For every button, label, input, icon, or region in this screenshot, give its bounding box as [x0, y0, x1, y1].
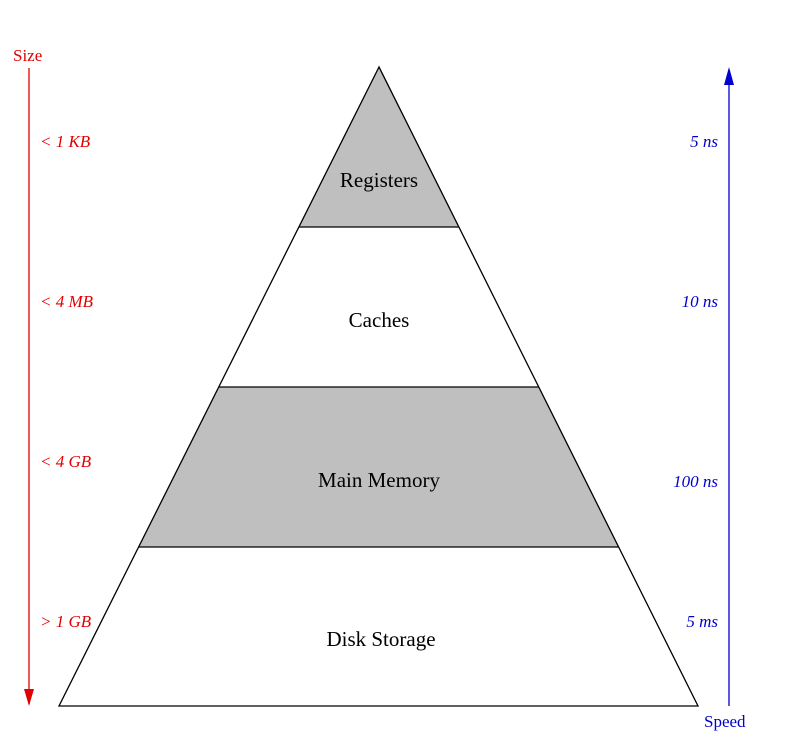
speed-label-disk-storage: 5 ms [686, 612, 718, 631]
size-label-registers: < 1 KB [40, 132, 91, 151]
size-label-disk-storage: > 1 GB [40, 612, 92, 631]
tier-label-main-memory: Main Memory [318, 468, 440, 492]
size-axis-title: Size [13, 46, 42, 65]
pyramid [57, 65, 700, 707]
size-axis: Size < 1 KB < 4 MB < 4 GB > 1 GB [13, 46, 94, 706]
speed-axis-title: Speed [704, 712, 746, 731]
tier-label-caches: Caches [349, 308, 410, 332]
tier-label-disk-storage: Disk Storage [326, 627, 435, 651]
speed-label-caches: 10 ns [682, 292, 719, 311]
size-label-caches: < 4 MB [40, 292, 94, 311]
speed-axis-arrowhead [724, 67, 734, 85]
size-axis-arrowhead [24, 689, 34, 706]
tier-label-registers: Registers [340, 168, 418, 192]
speed-label-main-memory: 100 ns [673, 472, 718, 491]
speed-label-registers: 5 ns [690, 132, 718, 151]
tier-main-memory-band [138, 387, 619, 547]
tier-registers-band [298, 67, 459, 227]
tier-disk-storage-band [59, 547, 698, 706]
tier-labels: Registers Caches Main Memory Disk Storag… [318, 168, 440, 651]
size-label-main-memory: < 4 GB [40, 452, 92, 471]
tier-caches-band [218, 227, 539, 387]
speed-axis: Speed 5 ns 10 ns 100 ns 5 ms [673, 67, 746, 731]
